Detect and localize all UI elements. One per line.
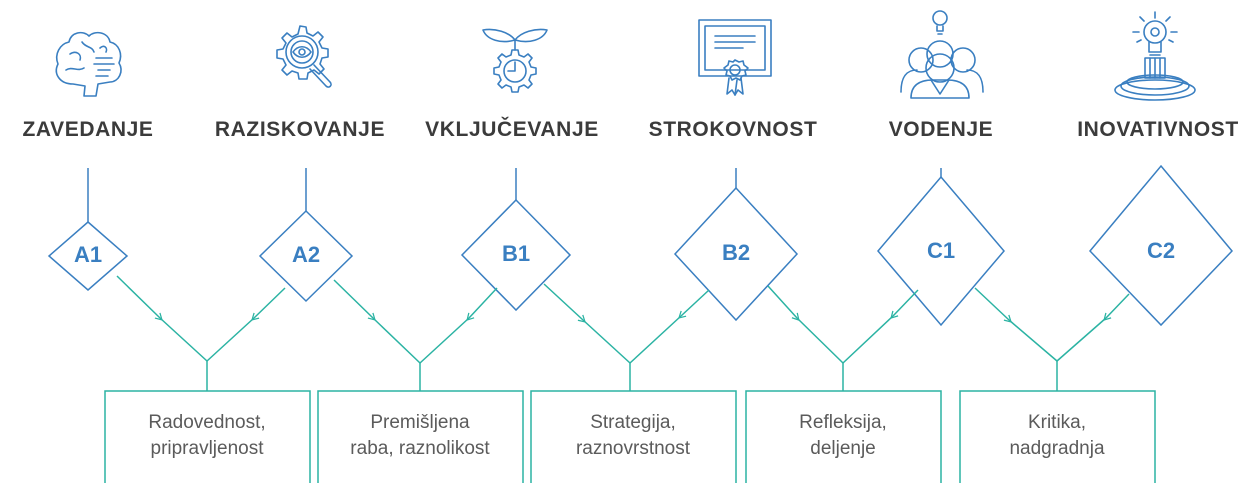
level-diamond-c2: [1088, 164, 1234, 327]
stage-title-2: RAZISKOVANJE: [214, 118, 386, 141]
magnifier-gear-icon: [276, 25, 332, 88]
transition-text-2: Premišljena raba, raznolikost: [350, 412, 490, 459]
stage-title-1: ZAVEDANJE: [22, 118, 154, 141]
level-diamond-a2: [258, 209, 354, 303]
level-label-c2: C2: [1146, 238, 1176, 263]
transition-box-5: [959, 390, 1156, 483]
transition-text-1: Radovednost, pripravljenost: [148, 412, 266, 459]
stage-title-4: STROKOVNOST: [648, 118, 818, 141]
level-label-b2: B2: [721, 240, 751, 265]
transition-box-3: [530, 390, 737, 483]
level-label-c1: C1: [926, 238, 956, 263]
level-diamond-b1: [460, 198, 572, 312]
transition-connector-1: [116, 275, 286, 391]
level-diamond-b2: [673, 186, 799, 322]
transition-connector-3: [543, 283, 710, 391]
stage-title-6: INOVATIVNOST: [1077, 118, 1239, 141]
transition-box-2: [317, 390, 524, 483]
transition-box-1: [104, 390, 311, 483]
stage-title-5: VODENJE: [888, 118, 994, 141]
transition-text-4: Refleksija, deljenje: [799, 412, 887, 459]
transition-connector-4: [767, 285, 919, 391]
certificate-icon: [698, 19, 772, 96]
brain-icon: [55, 31, 122, 97]
plant-gear-icon: [482, 28, 548, 93]
level-label-a1: A1: [73, 242, 103, 267]
transition-text-5: Kritika, nadgradnja: [1009, 412, 1105, 459]
transition-connector-5: [974, 287, 1130, 391]
lightbulb-pedestal-icon: [1114, 11, 1196, 101]
level-diamond-c1: [877, 175, 1005, 327]
stage-title-3: VKLJUČEVANJE: [425, 118, 599, 141]
transition-text-3: Strategija, raznovrstnost: [575, 412, 691, 459]
level-label-b1: B1: [501, 241, 531, 266]
transition-connector-2: [333, 279, 498, 391]
level-diamond-a1: [47, 221, 129, 291]
transition-box-4: [745, 390, 942, 483]
level-label-a2: A2: [291, 242, 321, 267]
team-lightbulb-icon: [900, 10, 984, 99]
